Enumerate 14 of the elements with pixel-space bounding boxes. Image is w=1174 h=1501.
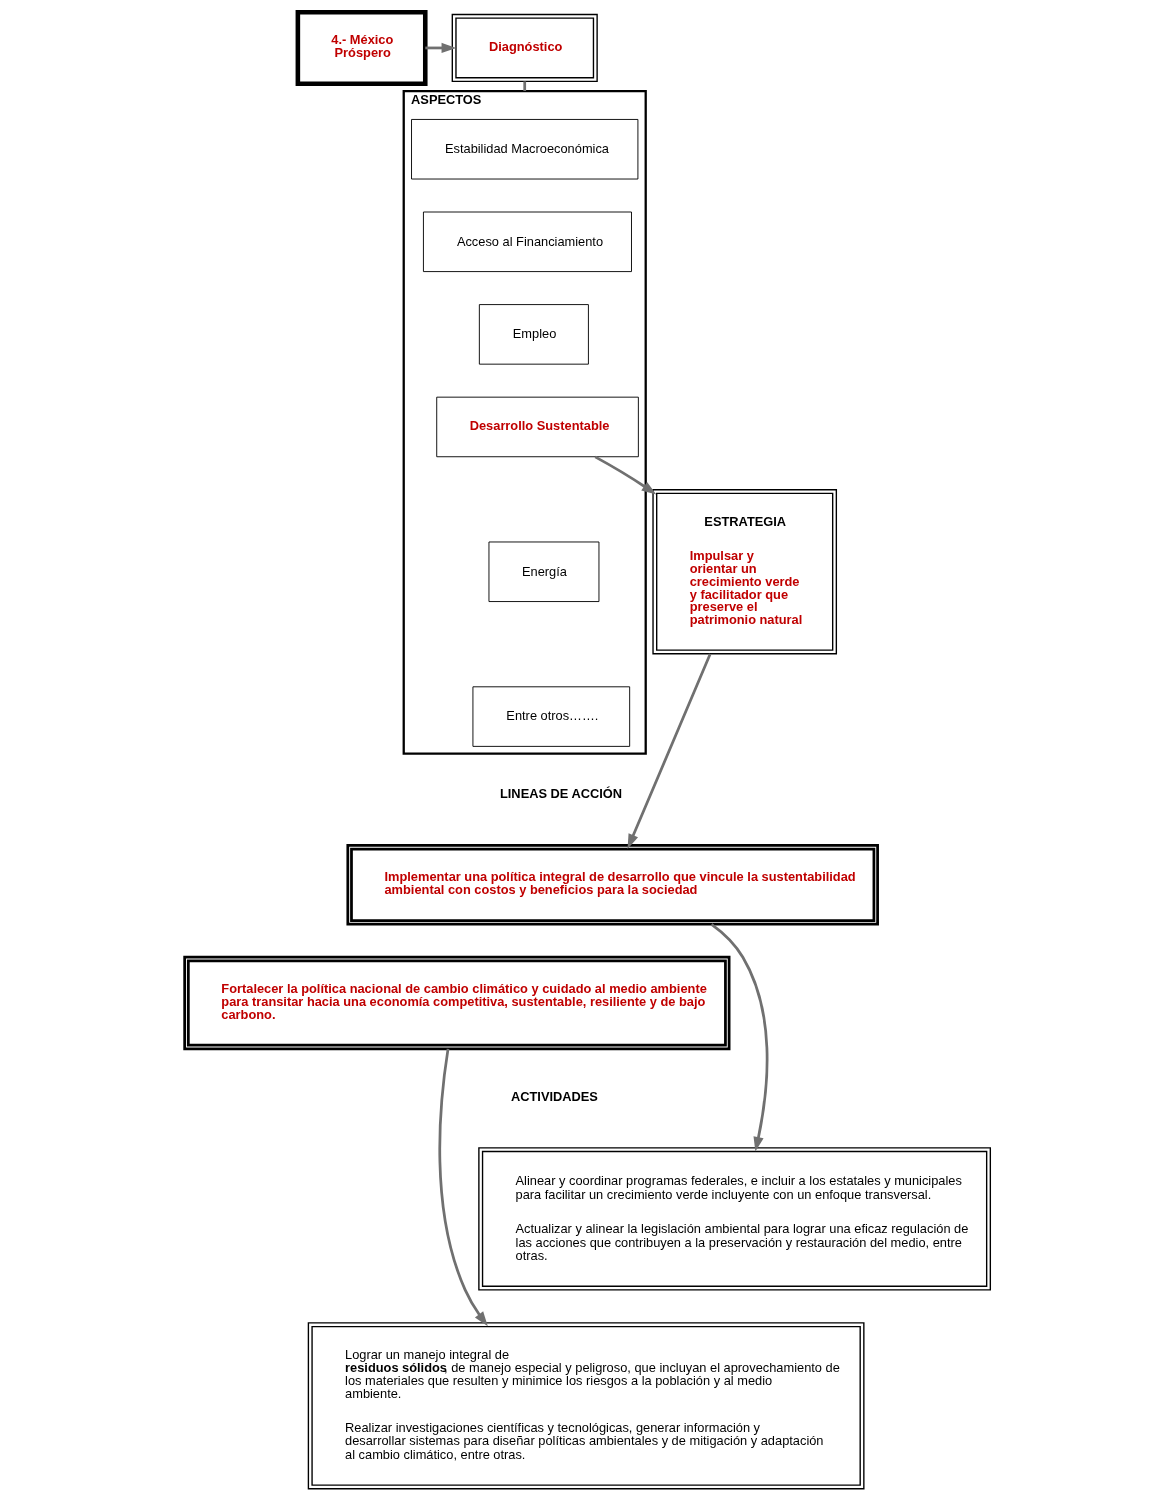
label: ACTIVIDADES	[510, 1088, 598, 1104]
node-box: Estabilidad Macroeconómica	[410, 119, 638, 180]
node-box: Entre otros…….	[471, 686, 630, 747]
node-box: Acceso al Financiamiento	[422, 211, 632, 273]
arrow	[594, 455, 656, 495]
connector	[522, 81, 526, 92]
node-box: Desarrollo Sustentable	[435, 396, 639, 458]
arrow	[710, 923, 768, 1152]
arrow	[627, 653, 711, 849]
node-box: Empleo	[478, 304, 589, 365]
arrow	[437, 1048, 488, 1327]
node-box: 4.- México Próspero	[295, 9, 428, 86]
node-box: Energía	[488, 541, 599, 602]
label: LINEAS DE ACCIÓN	[499, 786, 622, 802]
